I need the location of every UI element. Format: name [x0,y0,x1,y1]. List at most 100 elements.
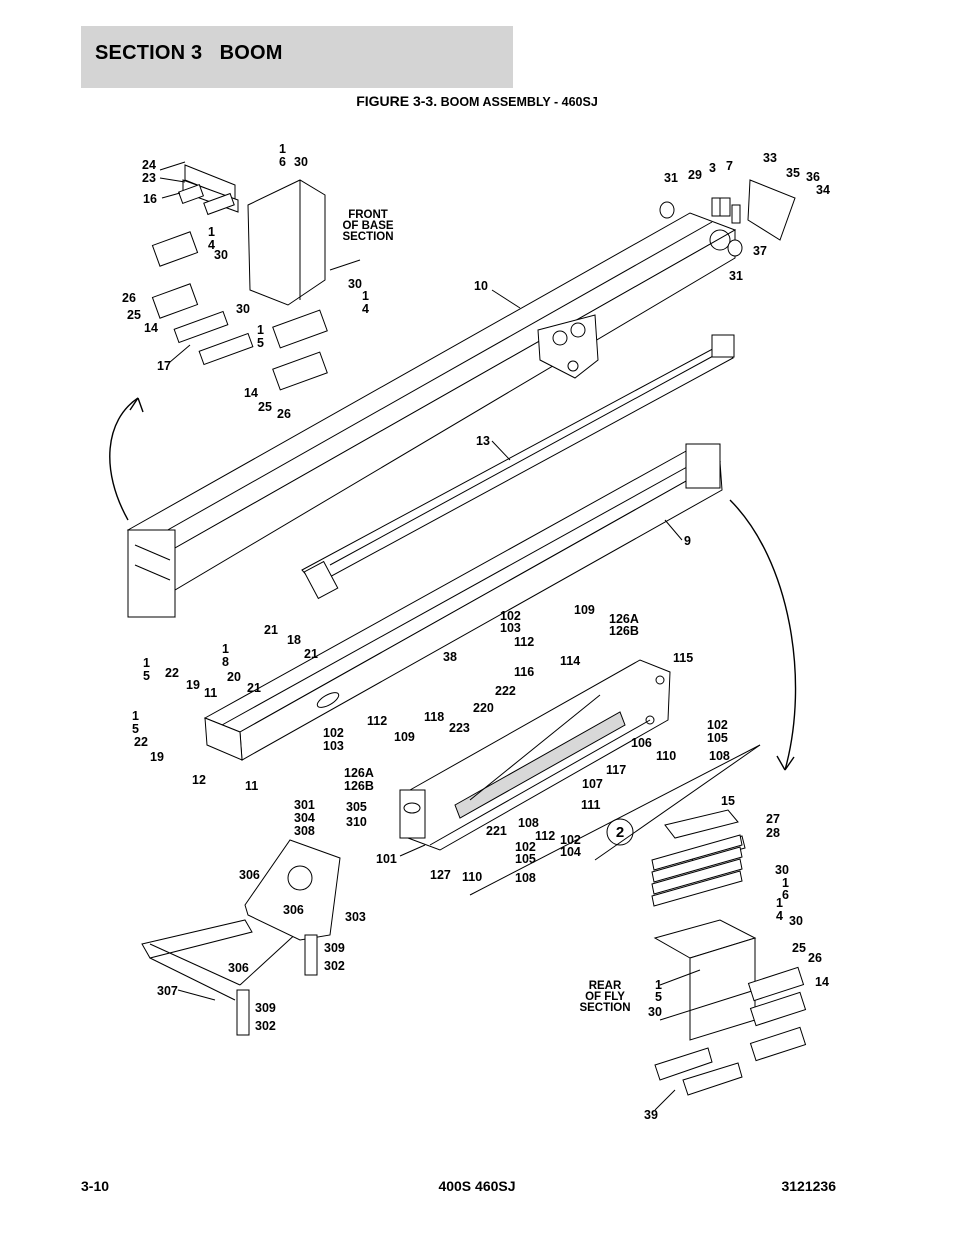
callout: 4 [362,302,369,316]
note-front-of-base: FRONT OF BASE SECTION [342,209,393,243]
callout: 1 [782,876,789,890]
curved-arrow-right [729,499,797,771]
callout: 16 [143,192,157,206]
svg-text:REAR: REAR [589,980,622,992]
callout: 6 [782,888,789,902]
callout: 25 [258,400,272,414]
svg-text:SECTION: SECTION [579,1002,630,1014]
callout: 25 [792,941,806,955]
wear-pads-upper [151,164,361,391]
callout: 104 [560,845,581,859]
detail-marker-label: 2 [616,824,624,841]
callout: 38 [443,650,457,664]
callout: 108 [518,816,539,830]
wear-pads-lower [651,809,807,1096]
callout: 30 [214,248,228,262]
svg-text:OF BASE: OF BASE [342,220,393,232]
callout: 102 [707,718,728,732]
section-title: SECTION 3 BOOM [95,42,283,64]
callout: 28 [766,826,780,840]
leader-lines [159,161,701,1111]
base-boom-section [126,212,737,618]
callout: 21 [264,623,278,637]
callout: 33 [763,151,777,165]
callout: 26 [808,951,822,965]
callout: 307 [157,984,178,998]
callout: 108 [709,749,730,763]
callout: 34 [816,183,830,197]
callout: 109 [574,603,595,617]
callout: 5 [655,990,662,1004]
page-number: 3-10 [81,1178,110,1194]
callout: 221 [486,824,507,838]
jib-assembly [399,659,671,851]
callout: 1 [362,289,369,303]
callout: 4 [208,238,215,252]
callout: 14 [815,975,829,989]
callout: 306 [283,903,304,917]
callout: 126A [344,766,374,780]
callout: 6 [279,155,286,169]
callout: 223 [449,721,470,735]
figure-number: FIGURE 3-3. [356,93,438,109]
callout: 24 [142,158,156,172]
callout: 107 [582,777,603,791]
cylinder-13 [301,334,735,600]
callout: 15 [721,794,735,808]
callout: 111 [581,798,601,812]
callout: 110 [656,749,676,763]
callout: 37 [753,244,767,258]
callout: 112 [367,714,387,728]
callout: 109 [394,730,415,744]
callout: 5 [257,336,264,350]
callout: 18 [287,633,301,647]
callout: 30 [294,155,308,169]
callout: 303 [345,910,366,924]
callout: 14 [144,321,158,335]
callout: 1 [132,709,139,723]
callout: 5 [132,722,139,736]
callout: 103 [500,621,521,635]
model-name: 400S 460SJ [438,1178,516,1194]
callout: 23 [142,171,156,185]
callout: 35 [786,166,800,180]
callout: 306 [228,961,249,975]
callout: 103 [323,739,344,753]
callout: 114 [560,654,580,668]
callout: 305 [346,800,367,814]
callout: 22 [165,666,179,680]
callout: 102 [323,726,344,740]
callout: 115 [673,651,693,665]
callout: 30 [348,277,362,291]
svg-text:SECTION: SECTION [342,231,393,243]
callout: 14 [244,386,258,400]
callout: 112 [514,635,534,649]
callout: 21 [304,647,318,661]
callout: 106 [631,736,652,750]
callout: 102 [500,609,521,623]
platform-support [141,839,341,1036]
callout: 11 [204,686,217,700]
figure-caption: BOOM ASSEMBLY - 460SJ [437,95,598,109]
callout: 105 [707,731,728,745]
callout: 126B [344,779,374,793]
callout: 1 [222,642,229,656]
callout: 29 [688,168,702,182]
callout: 127 [430,868,451,882]
note-rear-of-fly: REAR OF FLY SECTION [579,980,630,1014]
callout: 306 [239,868,260,882]
callout: 1 [655,978,662,992]
callout-labels: 24 23 16 1 6 30 1 4 30 26 25 14 30 1 5 3… [122,142,830,1122]
callout: 102 [515,840,536,854]
callout: 31 [664,171,678,185]
callout: 105 [515,852,536,866]
callout: 112 [535,829,555,843]
callout: 26 [277,407,291,421]
figure-title: FIGURE 3-3. BOOM ASSEMBLY - 460SJ [0,93,954,109]
end-fittings [659,179,796,257]
callout: 309 [324,941,345,955]
callout: 1 [776,896,783,910]
callout: 1 [279,142,286,156]
callout: 108 [515,871,536,885]
section-header-band: SECTION 3 BOOM [81,26,513,88]
